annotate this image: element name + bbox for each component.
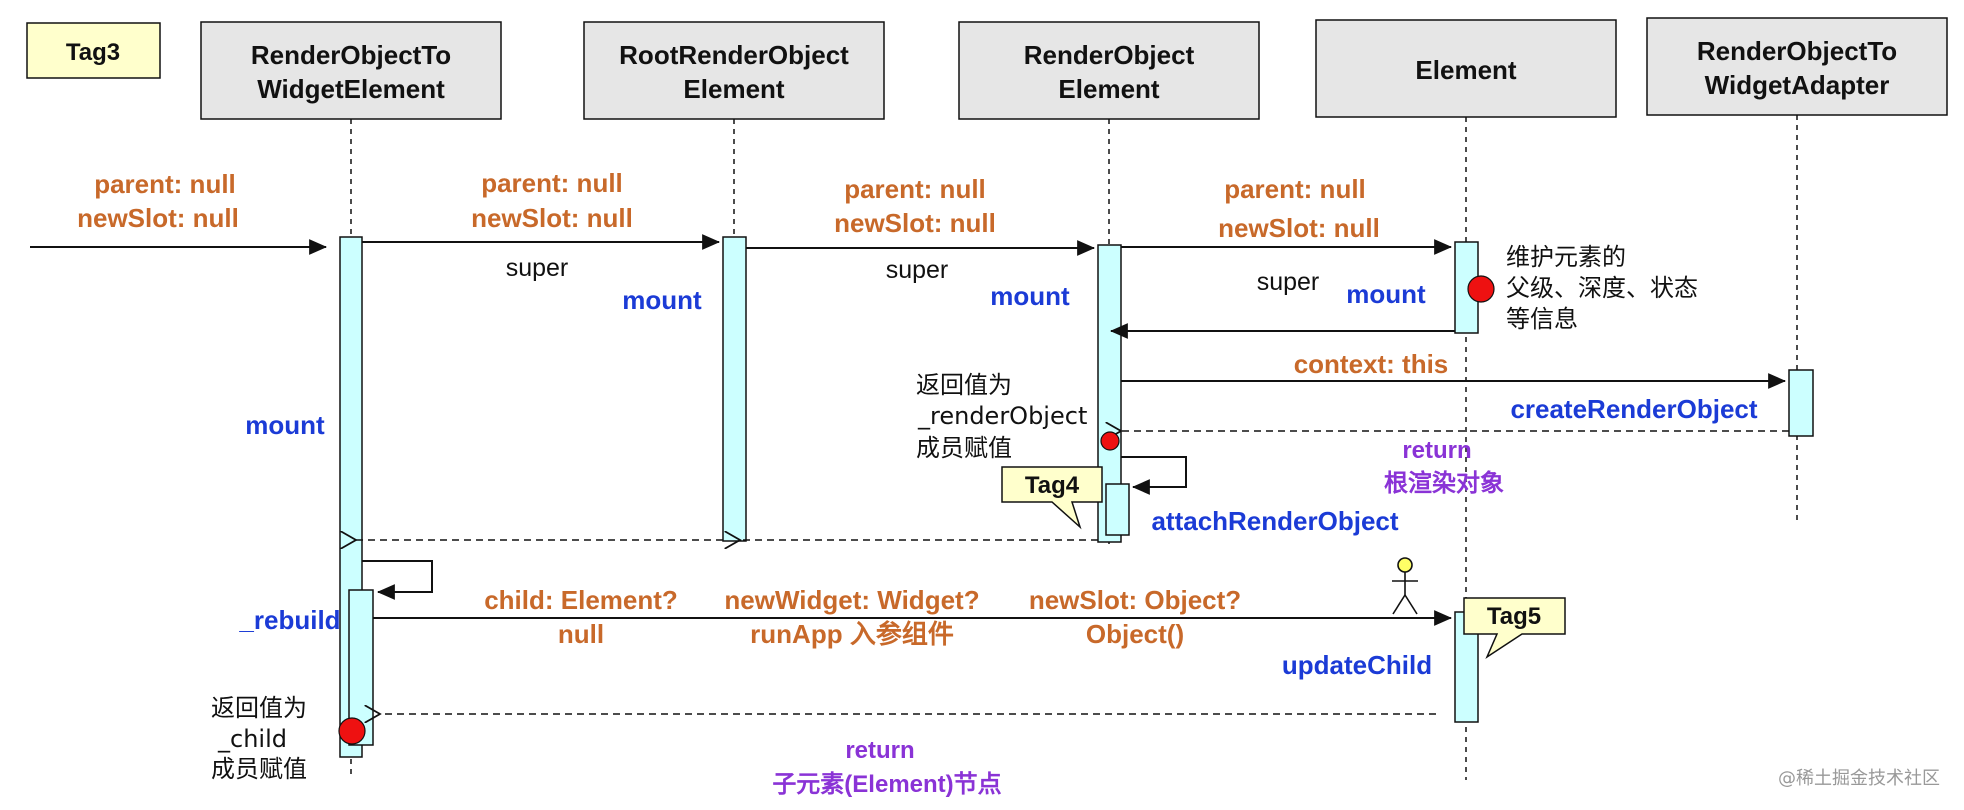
note-element-line1: 维护元素的 [1506, 243, 1626, 271]
label-update-child: updateChild [1282, 650, 1432, 680]
tag5-callout: Tag5 [1463, 597, 1566, 660]
param-child-value: null [558, 619, 604, 649]
label-mount-root: mount [622, 285, 702, 315]
return-child-value: 子元素(Element)节点 [772, 771, 1001, 798]
participant-element: Element [1315, 19, 1617, 118]
activation-root-mount [722, 236, 747, 542]
tag4-label: Tag4 [1025, 472, 1080, 499]
return-render-label: return [1402, 437, 1471, 464]
tag3-box [26, 22, 161, 79]
param-m2-parent: parent: null [844, 174, 986, 204]
param-newwidget-type: newWidget: Widget? [724, 585, 979, 615]
tag3-label: Tag3 [66, 39, 120, 66]
label-super-2: super [886, 256, 949, 284]
note-renderobject-line2: _renderObject [917, 402, 1087, 430]
tag5-label: Tag5 [1487, 603, 1541, 630]
participant-label: WidgetElement [257, 74, 445, 104]
activation-adapter-create [1788, 369, 1814, 437]
participant-renderobjecttowidgetadapter: RenderObjectTo WidgetAdapter [1646, 17, 1948, 116]
participant-label: RenderObjectTo [1697, 36, 1897, 66]
label-super-3: super [1257, 268, 1320, 296]
return-child-label: return [845, 737, 914, 764]
marker-child-assign [338, 717, 366, 745]
marker-element-info [1467, 275, 1495, 303]
param-m3-newslot: newSlot: null [1218, 213, 1380, 243]
note-child-line3: 成员赋值 [211, 755, 307, 783]
param-m3-parent: parent: null [1224, 174, 1366, 204]
label-attach-render-object: attachRenderObject [1151, 506, 1398, 536]
label-mount-ro: mount [990, 281, 1070, 311]
param-incoming-parent: parent: null [94, 169, 236, 199]
actor-icon [1392, 557, 1418, 615]
note-child-line2: _child [217, 725, 287, 753]
participant-label: RenderObject [1024, 40, 1195, 70]
label-mount-element: mount [1346, 279, 1426, 309]
participant-label: Element [1415, 55, 1516, 85]
param-m2-newslot: newSlot: null [834, 208, 996, 238]
param-newwidget-value: runApp 入参组件 [750, 619, 954, 649]
participant-rootrenderobjectelement: RootRenderObject Element [583, 21, 885, 120]
call-arrows [30, 234, 1787, 626]
arrow-attach-self [1121, 456, 1187, 495]
param-incoming-newslot: newSlot: null [77, 203, 239, 233]
param-context: context: this [1294, 349, 1449, 379]
activation-ro-mount [1097, 244, 1122, 543]
param-m1-parent: parent: null [481, 168, 623, 198]
participant-label: Element [683, 74, 784, 104]
label-mount-main: mount [245, 410, 325, 440]
participant-label: RenderObjectTo [251, 40, 451, 70]
participant-renderobjectelement: RenderObject Element [958, 21, 1260, 120]
param-newslot-value: Object() [1086, 619, 1184, 649]
participant-renderobjecttowidgetelement: RenderObjectTo WidgetElement [200, 21, 502, 120]
note-element-line3: 等信息 [1506, 305, 1578, 333]
param-child-type: child: Element? [484, 585, 678, 615]
activation-ro-attach [1105, 483, 1130, 536]
label-create-render-object: createRenderObject [1510, 394, 1757, 424]
param-m1-newslot: newSlot: null [471, 203, 633, 233]
return-arrows [356, 431, 1789, 714]
activation-bars [339, 236, 1814, 758]
label-rebuild: _rebuild [238, 605, 340, 635]
participant-label: WidgetAdapter [1705, 70, 1890, 100]
param-newslot-type: newSlot: Object? [1029, 585, 1241, 615]
tag4-callout: Tag4 [1001, 466, 1103, 530]
participant-label: RootRenderObject [619, 40, 849, 70]
marker-renderobject-assign [1100, 431, 1120, 451]
watermark: @稀土掘金技术社区 [1778, 768, 1940, 789]
note-element-line2: 父级、深度、状态 [1506, 274, 1698, 302]
note-child-line1: 返回值为 [211, 694, 307, 722]
note-renderobject-line3: 成员赋值 [916, 434, 1012, 462]
participant-label: Element [1058, 74, 1159, 104]
arrow-rebuild-self [362, 560, 433, 600]
label-super-1: super [506, 254, 569, 282]
return-render-value: 根渲染对象 [1384, 469, 1504, 497]
note-renderobject-line1: 返回值为 [916, 371, 1012, 399]
